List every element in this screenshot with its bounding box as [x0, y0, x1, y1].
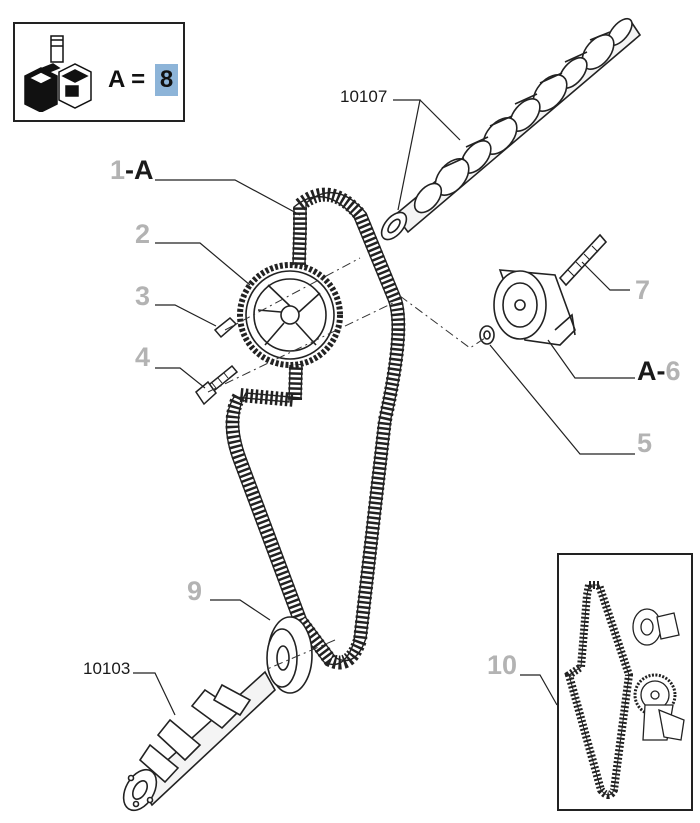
callout-3: 3	[135, 281, 151, 311]
kit-quantity: A = 8	[108, 64, 179, 96]
callout-1-group: A	[134, 155, 154, 185]
timing-belt	[225, 187, 406, 670]
callout-5: 5	[637, 428, 653, 458]
kit-quantity-value: 8	[154, 64, 179, 96]
parts-kit-icon	[24, 35, 92, 112]
tensioner	[479, 233, 608, 346]
pin	[213, 316, 238, 339]
timing-belt-kit-icon	[564, 581, 685, 799]
kit-legend-box: A = 8	[13, 22, 185, 122]
callout-1: 1-A	[110, 157, 154, 184]
callout-6-sep: -	[656, 356, 666, 386]
callout-10: 10	[487, 650, 518, 680]
crankshaft-pulley	[266, 616, 313, 694]
callout-2: 2	[135, 219, 151, 249]
callout-1-sep: -	[125, 155, 135, 185]
camshaft	[380, 17, 642, 241]
kit-equals: =	[131, 66, 146, 93]
callout-6-number: 6	[665, 356, 681, 386]
crankshaft	[122, 670, 277, 812]
ref-camshaft: 10107	[340, 87, 388, 106]
callout-6-group: A	[637, 356, 657, 386]
callout-1-number: 1	[110, 155, 126, 185]
kit-inset-box	[557, 553, 693, 811]
camshaft-pulley	[237, 262, 343, 368]
kit-letter: A	[108, 66, 125, 93]
ref-crankshaft: 10103	[83, 659, 131, 678]
callout-9: 9	[187, 576, 203, 606]
callout-7: 7	[635, 275, 651, 305]
callout-4: 4	[135, 342, 151, 372]
bolt	[195, 364, 239, 406]
callout-6: A-6	[637, 358, 681, 385]
